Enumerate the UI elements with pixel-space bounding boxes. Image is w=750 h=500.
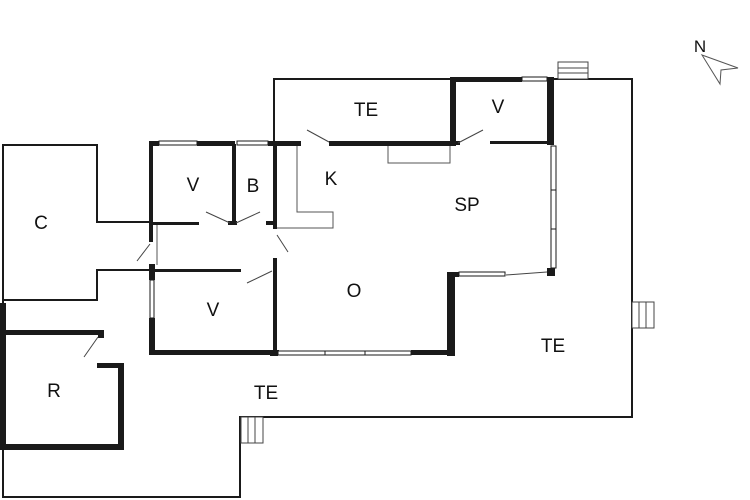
door-swings [83,129,548,358]
steps-bottom [240,416,264,444]
room-label-terrace-bottom: TE [254,383,278,404]
room-label-bedroom-lower: V [207,300,220,321]
room-label-terrace-top: TE [354,100,378,121]
room-label-terrace-right: TE [541,336,565,357]
fixtures [156,146,451,265]
terrace-outline [2,78,633,498]
compass: N [694,37,739,86]
room-label-living: O [347,281,362,302]
compass-north-label: N [694,37,706,56]
room-label-carport: C [34,213,48,234]
top-terrace-outline [273,78,452,143]
windows [149,76,557,356]
north-arrow-icon [700,54,739,86]
room-label-bedroom-left: V [187,175,200,196]
room-label-bedroom-top-right: V [492,97,505,118]
room-label-kitchen: K [325,169,338,190]
steps-right [631,301,655,329]
walls [0,77,555,450]
room-label-bathroom: B [247,176,260,197]
room-label-dining: SP [454,195,479,216]
steps-top [557,61,589,80]
room-label-storage: R [47,381,61,402]
steps [240,61,655,444]
carport-outline [2,144,152,301]
